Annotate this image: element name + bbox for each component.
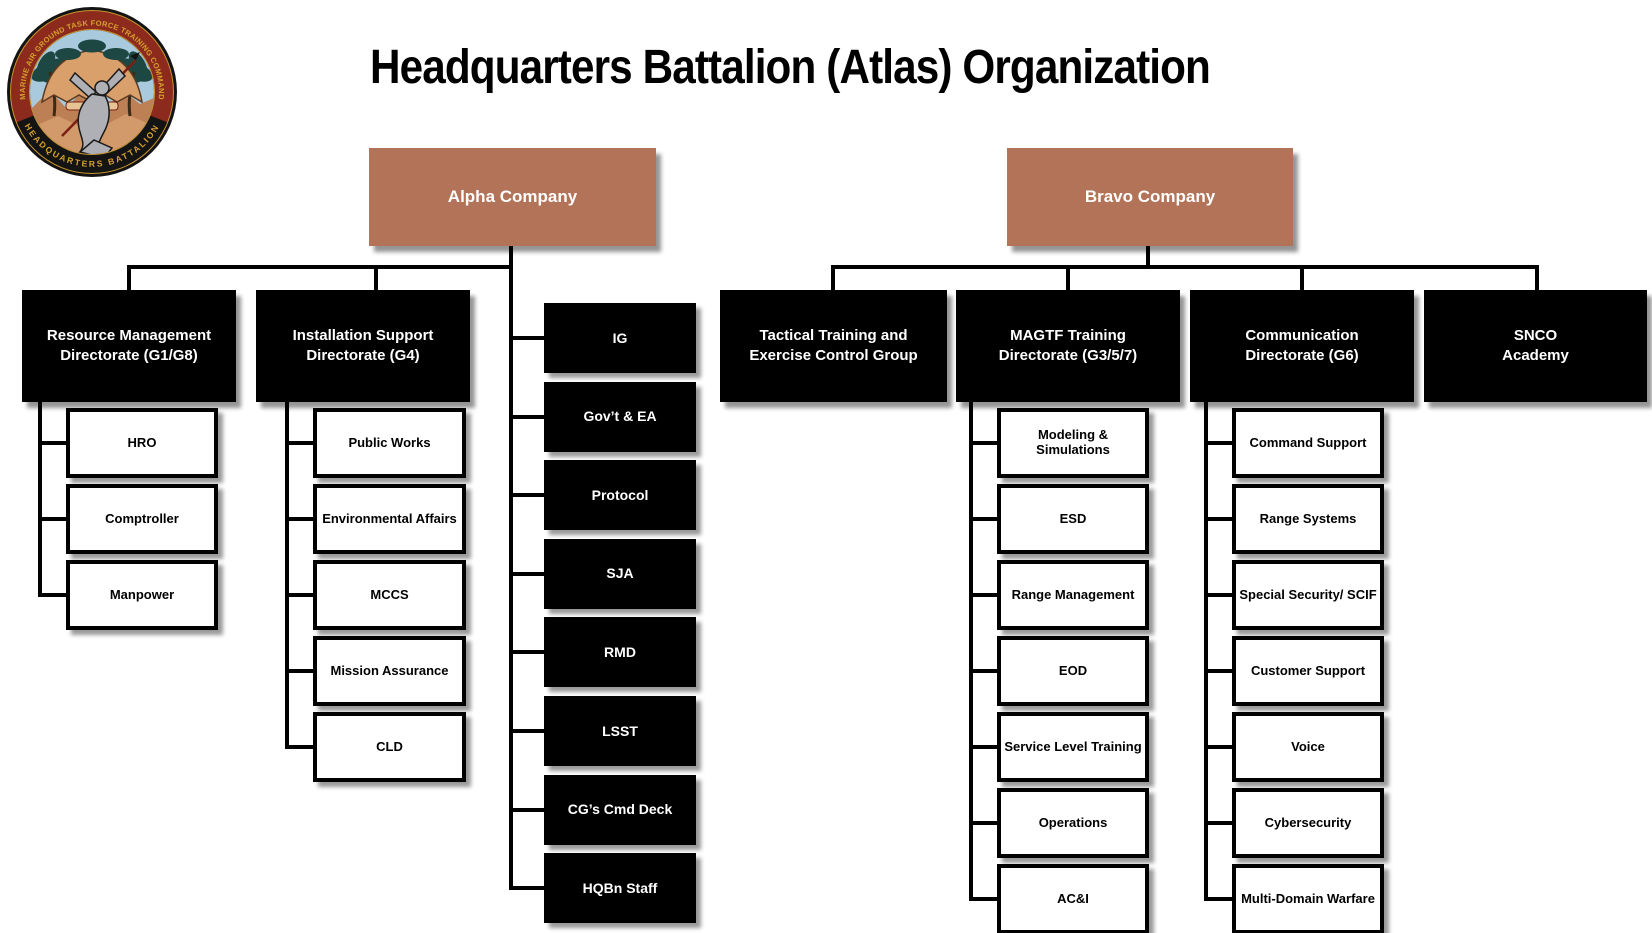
alpha-company-label: Alpha Company xyxy=(447,187,578,206)
rmd-children-line xyxy=(38,402,42,597)
tactical-training-exercise-control-group-box: Tactical Training and Exercise Control G… xyxy=(720,290,947,402)
communication-directorate-box: Communication Directorate (G6) xyxy=(1190,290,1414,402)
bravo-branch-line xyxy=(831,265,1539,269)
seal-gold-ring-outer xyxy=(10,10,174,174)
staff-section-box: CG’s Cmd Deck xyxy=(513,774,696,845)
directorate-label-line1: Tactical Training and xyxy=(759,326,908,344)
directorate-label-line1: Communication xyxy=(1245,326,1359,344)
staff-section-box: Protocol xyxy=(513,460,696,531)
sub-unit-box: Customer Support xyxy=(1204,636,1384,706)
sub-unit-box: Public Works xyxy=(285,408,466,478)
staff-section-box: SJA xyxy=(513,538,696,609)
bravo-drop-line-magtf xyxy=(1066,265,1070,290)
directorate-label-line2: Directorate (G3/5/7) xyxy=(998,347,1138,364)
sub-unit-box: Mission Assurance xyxy=(285,636,466,706)
alpha-riser-line xyxy=(509,246,513,890)
staff-section-box: LSST xyxy=(513,695,696,766)
bravo-drop-line-snco xyxy=(1535,265,1539,290)
installation-support-directorate-box: Installation Support Directorate (G4) xyxy=(256,290,470,402)
sub-unit-box: EOD xyxy=(969,636,1149,706)
directorate-label-line2: Academy xyxy=(1502,347,1569,364)
spear-tip xyxy=(130,52,140,60)
bravo-company-label: Bravo Company xyxy=(1084,187,1216,206)
staff-section-box: IG xyxy=(513,303,696,373)
sub-unit-box: Multi-Domain Warfare xyxy=(1204,864,1384,933)
sub-unit-box: CLD xyxy=(285,712,466,782)
alpha-drop-line-rmd xyxy=(127,265,131,290)
seal-gold-ring-inner xyxy=(29,29,155,155)
snco-academy-box: SNCO Academy xyxy=(1424,290,1647,402)
directorate-label-line2: Directorate (G1/G8) xyxy=(60,347,198,364)
directorate-label-line2: Directorate (G6) xyxy=(1245,347,1359,364)
sub-unit-box: Voice xyxy=(1204,712,1384,782)
directorate-label-line2: Exercise Control Group xyxy=(749,347,918,364)
isd-children-line xyxy=(285,402,289,749)
sub-unit-box: Cybersecurity xyxy=(1204,788,1384,858)
alpha-drop-line-isd xyxy=(374,265,378,290)
comm-children-line xyxy=(1204,402,1208,901)
magtf-children-line xyxy=(969,402,973,901)
directorate-label-line2: Directorate (G4) xyxy=(306,347,420,364)
sub-unit-box: Environmental Affairs xyxy=(285,484,466,554)
landmass-palm-tufts xyxy=(55,39,129,60)
staff-section-box: RMD xyxy=(513,617,696,688)
sub-unit-box: MCCS xyxy=(285,560,466,630)
directorate-label-line1: Installation Support xyxy=(292,326,434,344)
sub-unit-box: Comptroller xyxy=(38,484,218,554)
sub-unit-box: Range Management xyxy=(969,560,1149,630)
resource-management-directorate-box: Resource Management Directorate (G1/G8) xyxy=(22,290,236,402)
sub-unit-box: Modeling & Simulations xyxy=(969,408,1149,478)
sub-unit-box: HRO xyxy=(38,408,218,478)
sub-unit-box: Command Support xyxy=(1204,408,1384,478)
directorate-label-line1: Resource Management xyxy=(46,326,212,344)
sub-unit-box: Special Security/ SCIF xyxy=(1204,560,1384,630)
sub-unit-box: Manpower xyxy=(38,560,218,630)
sub-unit-box: Operations xyxy=(969,788,1149,858)
bravo-drop-line-comm xyxy=(1300,265,1304,290)
directorate-label-line1: SNCO xyxy=(1513,326,1558,344)
sub-unit-box: ESD xyxy=(969,484,1149,554)
staff-section-box: Gov’t & EA xyxy=(513,381,696,452)
alpha-company-box: Alpha Company xyxy=(369,148,656,246)
bravo-drop-line-ttecg xyxy=(831,265,835,290)
directorate-label-line1: MAGTF Training xyxy=(1010,326,1126,344)
staff-section-box: HQBn Staff xyxy=(513,853,696,924)
headquarters-battalion-seal-logo: MARINE AIR GROUND TASK FORCE TRAINING CO… xyxy=(7,7,177,177)
sub-unit-box: AC&I xyxy=(969,864,1149,933)
alpha-branch-line xyxy=(127,265,513,269)
seal-bottom-band xyxy=(15,114,169,176)
magtf-training-directorate-box: MAGTF Training Directorate (G3/5/7) xyxy=(956,290,1180,402)
bravo-riser-line xyxy=(1146,246,1150,269)
page-title: Headquarters Battalion (Atlas) Organizat… xyxy=(370,41,1211,94)
seal-inner-scene xyxy=(30,30,154,154)
sub-unit-box: Service Level Training xyxy=(969,712,1149,782)
bravo-company-box: Bravo Company xyxy=(1007,148,1293,246)
sub-unit-box: Range Systems xyxy=(1204,484,1384,554)
